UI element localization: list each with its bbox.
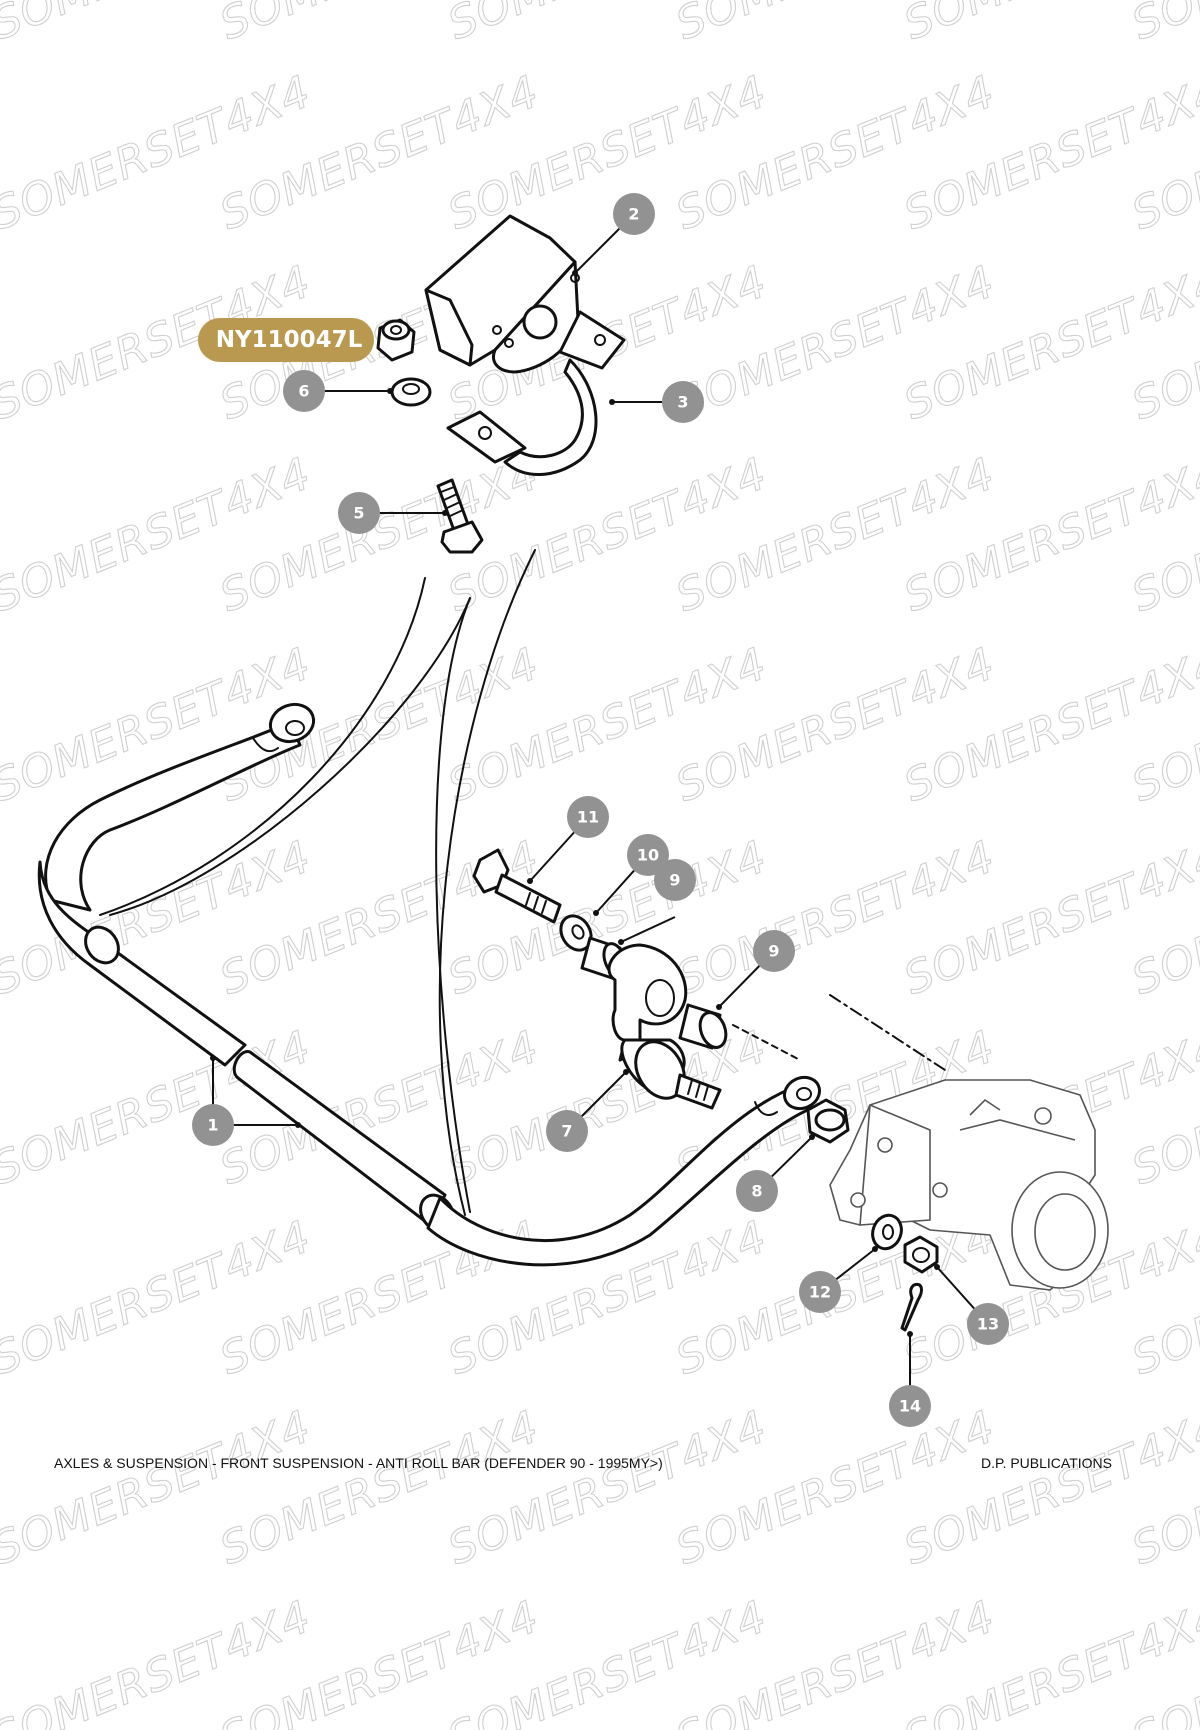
callout-6[interactable]: 6 [283,370,325,412]
svg-text:7: 7 [561,1122,572,1141]
callout-1a[interactable]: 1 [192,1104,234,1146]
castle-nut [903,1235,939,1274]
callout-8[interactable]: 8 [736,1170,778,1212]
callout-9a[interactable]: 9 [654,859,696,901]
drop-link-bolt [472,848,562,924]
svg-text:11: 11 [577,808,599,827]
callout-13[interactable]: 13 [967,1303,1009,1345]
svg-text:3: 3 [677,393,688,412]
washer [390,377,432,407]
svg-text:13: 13 [977,1315,999,1334]
bush [424,214,580,374]
svg-text:10: 10 [637,846,659,865]
callout-12[interactable]: 12 [799,1271,841,1313]
svg-text:2: 2 [628,205,639,224]
nyloc-nut [376,318,416,362]
axle-housing [829,1079,1109,1291]
part-number-tag[interactable]: NY110047L [198,318,374,362]
watermark-text: SOMERSET4X4 [1125,0,1200,50]
callouts: 1 2 3 5 6 7 8 9 9 10 11 12 13 14 1 [192,193,1009,1427]
svg-text:14: 14 [899,1397,921,1416]
callout-1b-label: 1 [207,1116,218,1135]
callout-5[interactable]: 5 [338,492,380,534]
drop-link-washer [559,914,593,952]
footer-title: AXLES & SUSPENSION - FRONT SUSPENSION - … [54,1455,663,1471]
svg-text:5: 5 [353,504,364,523]
callout-9b[interactable]: 9 [753,930,795,972]
callout-14[interactable]: 14 [889,1385,931,1427]
chassis-curves [99,549,536,1216]
svg-text:9: 9 [768,942,779,961]
callout-3[interactable]: 3 [662,381,704,423]
callout-11[interactable]: 11 [567,796,609,838]
part-number-label: NY110047L [216,327,363,353]
callout-7[interactable]: 7 [546,1110,588,1152]
bolt [436,478,484,554]
drop-link-bush-lower [678,1003,728,1050]
svg-text:9: 9 [669,871,680,890]
washer-12 [871,1213,903,1251]
split-pin [900,1282,923,1332]
svg-text:1: 1 [207,1116,218,1135]
callout-2[interactable]: 2 [613,193,655,235]
svg-text:12: 12 [809,1283,831,1302]
footer-publisher: D.P. PUBLICATIONS [981,1455,1112,1471]
svg-text:6: 6 [298,382,309,401]
callout-10[interactable]: 10 [627,834,669,876]
drop-link-nut [806,1098,850,1144]
part-number-pill [198,318,374,362]
svg-text:8: 8 [751,1182,762,1201]
strap [446,310,626,476]
leader-lines [210,213,989,1406]
drop-link [607,943,722,1110]
